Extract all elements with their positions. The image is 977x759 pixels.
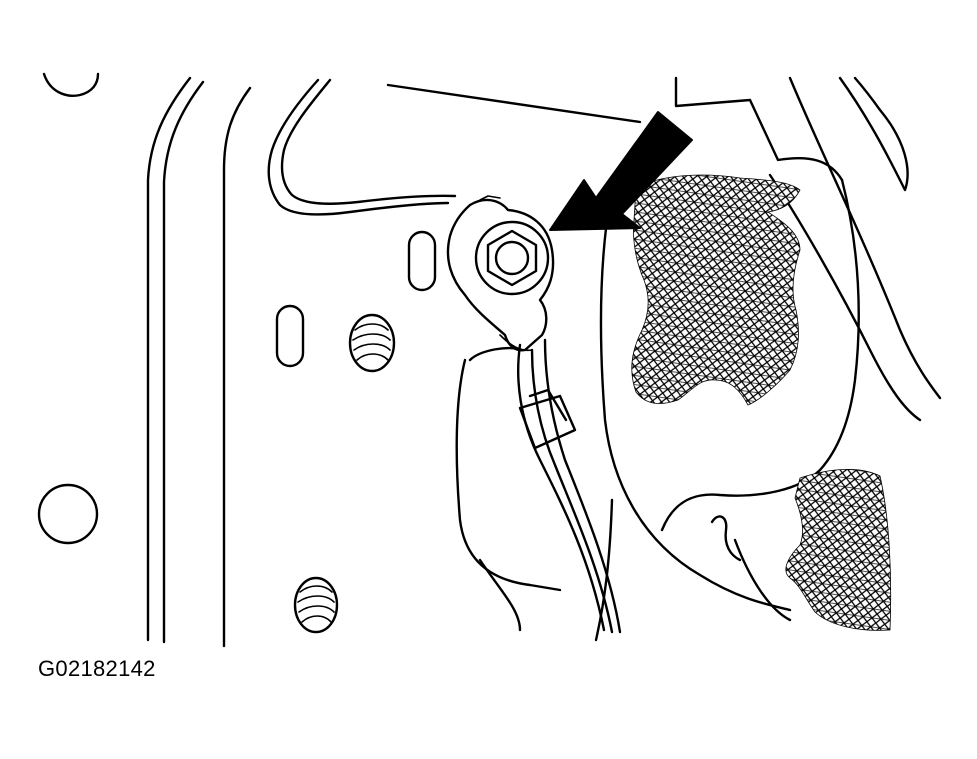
round-hole-left [37, 483, 99, 545]
mesh-area-lower [785, 469, 892, 631]
threaded-hole-middle [348, 313, 396, 373]
threaded-hole-lower [293, 576, 339, 634]
slot-hole-upper [407, 230, 437, 292]
panel-upper-ridge [674, 76, 844, 182]
mesh-area-upper [631, 174, 801, 406]
figure-code: G02182142 [38, 656, 156, 681]
body-panel-left [146, 76, 457, 648]
ground-terminal-icon [446, 195, 555, 352]
cable-clip-icon [518, 388, 577, 450]
pillar-right [768, 76, 942, 422]
ground-cable [517, 338, 622, 634]
slot-hole-left [275, 304, 305, 368]
bolt-icon [474, 220, 550, 296]
mounting-holes [37, 230, 437, 634]
panel-top-edge [386, 83, 642, 124]
arrow-icon [549, 111, 693, 231]
partial-hole-top-left [42, 72, 100, 97]
